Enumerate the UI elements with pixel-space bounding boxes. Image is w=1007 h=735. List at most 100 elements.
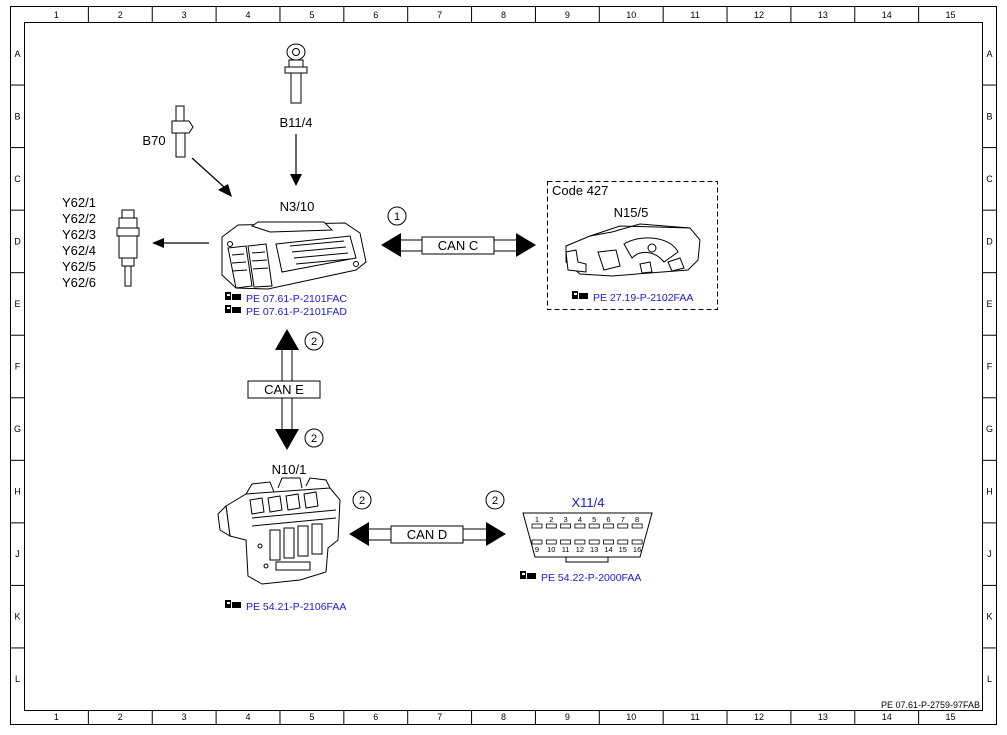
obd-pin-number: 14 (604, 545, 612, 554)
grid-row-label: H (986, 487, 993, 497)
n10-1-module-icon (217, 477, 341, 585)
grid-col-label: 13 (818, 712, 828, 722)
grid-col-label: 7 (437, 10, 442, 20)
can-e-bus-arrow (247, 329, 321, 450)
can-d-bus-arrow (349, 522, 506, 546)
b11-4-label: B11/4 (279, 115, 312, 130)
grid-row-label: L (15, 674, 20, 684)
obd-pin-number: 9 (535, 545, 539, 554)
grid-row-label: F (987, 362, 993, 372)
b70-sensor-icon (171, 105, 194, 158)
svg-text:PE 54.21-P-2106FAA: PE 54.21-P-2106FAA (246, 601, 346, 613)
obd-pin-number: 10 (547, 545, 555, 554)
grid-col-label: 5 (309, 712, 314, 722)
n15-5-label: N15/5 (614, 205, 649, 220)
grid-col-label: 15 (946, 712, 956, 722)
grid-row-label: B (14, 111, 20, 121)
obd-pin-contact (617, 523, 629, 529)
can-e-label: CAN E (264, 382, 304, 397)
n10-1-label: N10/1 (272, 462, 307, 477)
svg-text:Y62/2: Y62/2 (62, 211, 96, 226)
svg-text:Y62/5: Y62/5 (62, 259, 96, 274)
b70-arrow (191, 157, 232, 197)
n15-5-reference: PE 27.19-P-2102FAA (572, 291, 693, 304)
svg-text:2: 2 (311, 336, 317, 348)
obd-pin-contact (560, 523, 571, 529)
b11-4-arrow (290, 134, 302, 186)
obd-pin-contact (631, 523, 643, 529)
obd-pin-contact (545, 523, 557, 529)
grid-row-label: L (987, 674, 992, 684)
obd-pin-number: 6 (606, 515, 610, 524)
x11-4-reference: PE 54.22-P-2000FAA (520, 571, 641, 584)
grid-col-label: 14 (882, 712, 892, 722)
x11-4-label: X11/4 (571, 495, 604, 510)
svg-text:PE 54.22-P-2000FAA: PE 54.22-P-2000FAA (541, 572, 641, 584)
obd-pin-contact (603, 523, 614, 529)
book-icon (225, 292, 241, 300)
obd-pin-contact (531, 523, 543, 529)
grid-col-label: 1 (54, 712, 59, 722)
grid-col-label: 11 (690, 712, 699, 722)
book-icon (225, 600, 241, 608)
obd-pin-number: 4 (578, 515, 582, 524)
grid-row-label: K (14, 612, 20, 622)
svg-text:PE 07.61-P-2101FAC: PE 07.61-P-2101FAC (246, 293, 347, 305)
obd-pin-contact (574, 523, 586, 529)
grid-col-label: 2 (118, 712, 123, 722)
obd-pin-number: 3 (564, 515, 568, 524)
grid-col-label: 9 (565, 712, 570, 722)
obd-pin-contact (588, 539, 600, 545)
grid-row-label: J (987, 549, 992, 559)
can-c-label: CAN C (438, 238, 478, 253)
grid-col-label: 8 (501, 712, 506, 722)
grid-row-label: G (14, 424, 21, 434)
grid-row-label: H (14, 487, 21, 497)
obd-pin-number: 2 (549, 515, 553, 524)
document-id: PE 07.61-P-2759-97FAB (881, 700, 980, 710)
grid-row-label: J (15, 549, 20, 559)
grid-col-label: 1 (54, 10, 59, 20)
grid-row-label: A (986, 49, 992, 59)
grid-col-label: 2 (118, 10, 123, 20)
grid-row-label: C (14, 174, 21, 184)
svg-text:Y62/3: Y62/3 (62, 227, 96, 242)
grid-col-label: 13 (818, 10, 828, 20)
callout-2-can-e-top: 2 (304, 331, 324, 351)
code-427-label: Code 427 (552, 183, 608, 198)
grid-col-label: 10 (626, 712, 636, 722)
obd-pin-number: 12 (576, 545, 584, 554)
n3-10-label: N3/10 (280, 199, 315, 214)
grid-row-label: F (15, 362, 21, 372)
obd-pin-contact (545, 539, 557, 545)
x11-4-obd-connector-icon (522, 512, 653, 563)
obd-pin-number: 15 (619, 545, 627, 554)
grid-row-label: E (14, 299, 20, 309)
grid-row-label: B (986, 111, 992, 121)
grid-col-label: 3 (182, 10, 187, 20)
n3-10-ecu-icon (221, 221, 367, 290)
n3-10-references: PE 07.61-P-2101FAC PE 07.61-P-2101FAD (225, 292, 347, 318)
grid-col-label: 14 (882, 10, 892, 20)
obd-pin-contact (560, 539, 571, 545)
can-c-bus-arrow (381, 233, 536, 257)
grid-row-label: G (986, 424, 993, 434)
grid-col-label: 3 (182, 712, 187, 722)
obd-pin-contact (617, 539, 629, 545)
svg-text:2: 2 (359, 495, 365, 507)
grid-col-label: 9 (565, 10, 570, 20)
grid-row-label: C (986, 174, 993, 184)
grid-ticks (10, 6, 997, 725)
svg-text:Y62/4: Y62/4 (62, 243, 96, 258)
callout-1: 1 (387, 206, 407, 226)
n10-1-reference: PE 54.21-P-2106FAA (225, 600, 346, 613)
grid-row-label: D (986, 236, 993, 246)
grid-col-label: 4 (246, 712, 251, 722)
book-icon (572, 291, 588, 299)
n3-10-to-y62-arrow (152, 238, 209, 248)
callout-2-can-d-right: 2 (485, 490, 505, 510)
obd-pin-number: 5 (592, 515, 596, 524)
svg-text:2: 2 (311, 433, 317, 445)
